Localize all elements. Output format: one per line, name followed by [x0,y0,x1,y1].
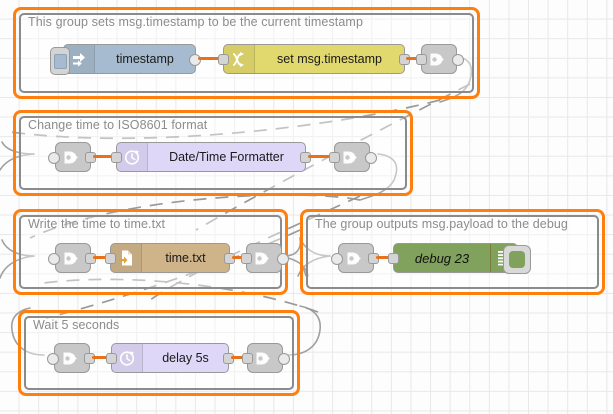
node-debug-23[interactable]: debug 23 [388,243,531,274]
node-label: set msg.timestamp [277,52,382,66]
node-link-in-2[interactable] [48,142,96,172]
output-port[interactable] [452,54,464,66]
wire-linkin-to-debug [376,256,396,259]
output-port[interactable] [365,152,377,164]
group-label: Write the time to time.txt [28,217,166,231]
file-write-icon [111,244,142,272]
node-label: Date/Time Formatter [169,150,284,164]
input-port[interactable] [388,253,399,264]
input-port[interactable] [48,152,60,164]
debug-enable-indicator [509,251,525,268]
node-link-in-3[interactable] [48,243,96,273]
wire-linkin-to-file [93,256,113,259]
input-port[interactable] [329,152,340,163]
node-label: time.txt [165,251,206,265]
group-debug[interactable]: The group outputs msg.payload to the deb… [300,209,605,295]
node-link-in-5[interactable] [47,343,95,373]
input-port[interactable] [105,253,116,264]
inject-trigger-icon [53,53,67,69]
node-link-in-4[interactable] [331,243,379,273]
input-port[interactable] [242,353,253,364]
group-timestamp[interactable]: This group sets msg.timestamp to be the … [13,7,480,99]
group-label: Change time to ISO8601 format [28,118,208,132]
link-out-icon [422,45,456,73]
group-label: The group outputs msg.payload to the deb… [315,217,568,231]
group-wait[interactable]: Wait 5 seconds delay [18,310,300,396]
input-port[interactable] [47,353,59,365]
node-link-out-2[interactable] [329,142,377,172]
input-port[interactable] [416,54,427,65]
group-label: This group sets msg.timestamp to be the … [28,15,363,29]
node-label: timestamp [116,52,174,66]
wire-function-to-linkout [308,155,338,158]
input-port[interactable] [111,152,122,163]
node-link-out-5[interactable] [242,343,290,373]
wire-inject-to-change [198,57,224,60]
wire-delay-to-linkout [231,356,251,359]
node-change-set-timestamp[interactable]: set msg.timestamp [218,44,410,74]
clock-icon [112,344,143,372]
link-in-icon [56,244,90,272]
link-in-icon [56,143,90,171]
wire-linkin-to-function [93,155,119,158]
change-shuffle-icon [224,45,255,73]
group-label: Wait 5 seconds [33,318,120,332]
input-port[interactable] [218,54,229,65]
node-label: debug 23 [414,250,470,266]
node-label: delay 5s [162,351,209,365]
node-function-datetime[interactable]: Date/Time Formatter [111,142,311,172]
clock-icon [117,143,148,171]
node-link-out-3[interactable] [241,243,289,273]
output-port[interactable] [277,253,289,265]
debug-enable-button[interactable] [503,245,531,274]
wire-linkin-to-delay [92,356,114,359]
node-inject-timestamp[interactable]: timestamp [50,44,201,75]
link-out-icon [248,344,282,372]
link-out-icon [335,143,369,171]
link-in-icon [55,344,89,372]
group-write-file[interactable]: Write the time to time.txt [13,209,289,295]
input-port[interactable] [106,353,117,364]
group-iso8601[interactable]: Change time to ISO8601 format [13,110,413,196]
node-file-time-txt[interactable]: time.txt [105,243,235,273]
output-port[interactable] [278,353,290,365]
input-port[interactable] [331,253,343,265]
link-in-icon [339,244,373,272]
node-link-out-1[interactable] [416,44,464,74]
link-out-icon [247,244,281,272]
input-port[interactable] [241,253,252,264]
input-port[interactable] [48,253,60,265]
node-delay-5s[interactable]: delay 5s [106,343,234,373]
output-port[interactable] [189,54,201,66]
inject-trigger-button[interactable] [50,47,70,75]
